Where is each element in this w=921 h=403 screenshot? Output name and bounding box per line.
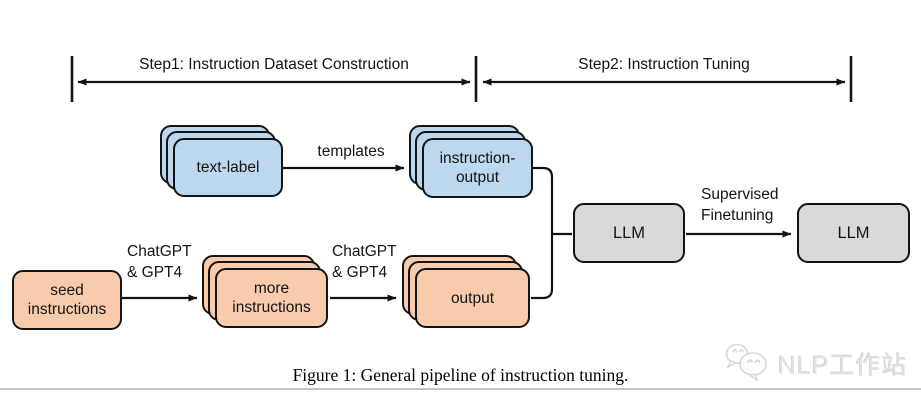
chatgpt-gpt4-label-2: ChatGPT & GPT4 bbox=[332, 241, 397, 283]
chatgpt-line2: & GPT4 bbox=[332, 264, 388, 281]
node-output: output bbox=[402, 255, 530, 328]
node-label: output bbox=[450, 289, 495, 307]
stack-card-front: more instructions bbox=[215, 268, 328, 328]
wechat-icon bbox=[724, 341, 770, 386]
supervised-line2: Finetuning bbox=[701, 207, 774, 224]
step2-label: Step2: Instruction Tuning bbox=[578, 56, 750, 73]
node-label: instruction-output bbox=[439, 150, 516, 186]
node-label: more instructions bbox=[232, 280, 311, 316]
stack-card-front: output bbox=[415, 268, 530, 328]
merge-connector bbox=[531, 166, 572, 300]
watermark-text: NLP工作站 bbox=[778, 351, 908, 380]
bottom-divider-line bbox=[0, 388, 921, 390]
node-more-instructions: more instructions bbox=[202, 255, 328, 328]
node-text-label: text-label bbox=[160, 125, 283, 197]
watermark: NLP工作站 bbox=[724, 341, 908, 386]
node-llm-base: LLM bbox=[573, 203, 685, 263]
node-label: seed instructions bbox=[27, 282, 107, 318]
chatgpt-line1: ChatGPT bbox=[127, 243, 192, 260]
chatgpt-line2: & GPT4 bbox=[127, 264, 183, 281]
node-label: LLM bbox=[612, 223, 646, 242]
step1-label: Step1: Instruction Dataset Construction bbox=[139, 56, 409, 73]
chatgpt-gpt4-label-1: ChatGPT & GPT4 bbox=[127, 241, 192, 283]
node-label: text-label bbox=[196, 159, 260, 176]
node-llm-finetuned: LLM bbox=[797, 203, 910, 263]
stack-card-front: instruction-output bbox=[422, 138, 533, 198]
supervised-line1: Supervised bbox=[701, 186, 779, 203]
chatgpt-line1: ChatGPT bbox=[332, 243, 397, 260]
supervised-finetuning-label: Supervised Finetuning bbox=[701, 184, 779, 226]
stack-card-front: text-label bbox=[173, 138, 283, 197]
node-seed-instructions: seed instructions bbox=[12, 270, 122, 330]
node-instruction-output: instruction-output bbox=[409, 125, 533, 198]
node-label: LLM bbox=[837, 223, 870, 242]
figure-caption: Figure 1: General pipeline of instructio… bbox=[292, 365, 629, 385]
templates-label: templates bbox=[317, 143, 385, 160]
